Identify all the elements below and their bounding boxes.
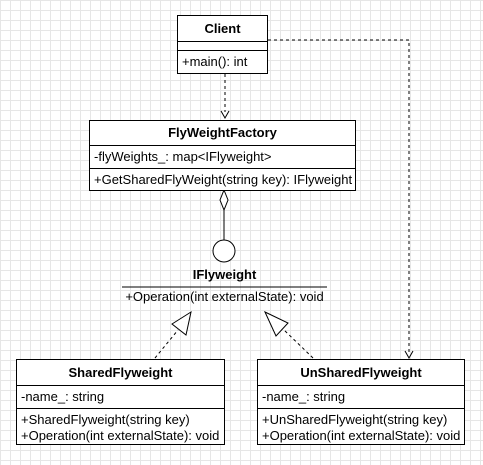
shared-flyweight-class[interactable]: SharedFlyweight -name_: string +SharedFl…: [16, 359, 225, 445]
interface-name: IFlyweight: [192, 267, 257, 282]
interface-operation: +Operation(int externalState): void: [125, 289, 324, 304]
unshared-operations: +UnSharedFlyweight(string key) +Operatio…: [258, 409, 464, 447]
shared-operations: +SharedFlyweight(string key) +Operation(…: [17, 409, 224, 447]
factory-operation: +GetSharedFlyWeight(string key): IFlywei…: [94, 172, 353, 187]
shared-operation: +SharedFlyweight(string key): [21, 412, 190, 427]
client-class[interactable]: Client +main(): int: [177, 15, 268, 74]
client-class-name: Client: [178, 16, 267, 42]
shared-class-name: SharedFlyweight: [17, 360, 224, 386]
shared-operation: +Operation(int externalState): void: [21, 428, 220, 443]
client-operations: +main(): int: [178, 51, 267, 73]
unshared-class-name: UnSharedFlyweight: [258, 360, 464, 386]
unshared-flyweight-class[interactable]: UnSharedFlyweight -name_: string +UnShar…: [257, 359, 465, 445]
client-operation: +main(): int: [182, 54, 248, 69]
client-unshared-dependency[interactable]: [268, 39, 414, 360]
unshared-attributes: -name_: string: [258, 386, 464, 409]
factory-class-name: FlyWeightFactory: [90, 121, 355, 146]
unshared-attribute: -name_: string: [262, 389, 346, 404]
factory-attribute: -flyWeights_: map<IFlyweight>: [94, 149, 272, 164]
interface-lollipop-icon: [212, 239, 236, 263]
shared-attribute: -name_: string: [21, 389, 105, 404]
factory-aggregation-diamond[interactable]: [219, 188, 229, 240]
client-attributes: [178, 42, 267, 51]
shared-attributes: -name_: string: [17, 386, 224, 409]
shared-realization[interactable]: [154, 310, 192, 359]
factory-class[interactable]: FlyWeightFactory -flyWeights_: map<IFlyw…: [89, 120, 356, 191]
iflyweight-interface[interactable]: IFlyweight +Operation(int externalState)…: [122, 267, 327, 305]
unshared-operation: +Operation(int externalState): void: [262, 428, 461, 443]
factory-attributes: -flyWeights_: map<IFlyweight>: [90, 146, 355, 169]
client-factory-dependency[interactable]: [220, 74, 230, 120]
unshared-operation: +UnSharedFlyweight(string key): [262, 412, 448, 427]
unshared-realization[interactable]: [263, 310, 314, 359]
factory-operations: +GetSharedFlyWeight(string key): IFlywei…: [90, 169, 355, 191]
